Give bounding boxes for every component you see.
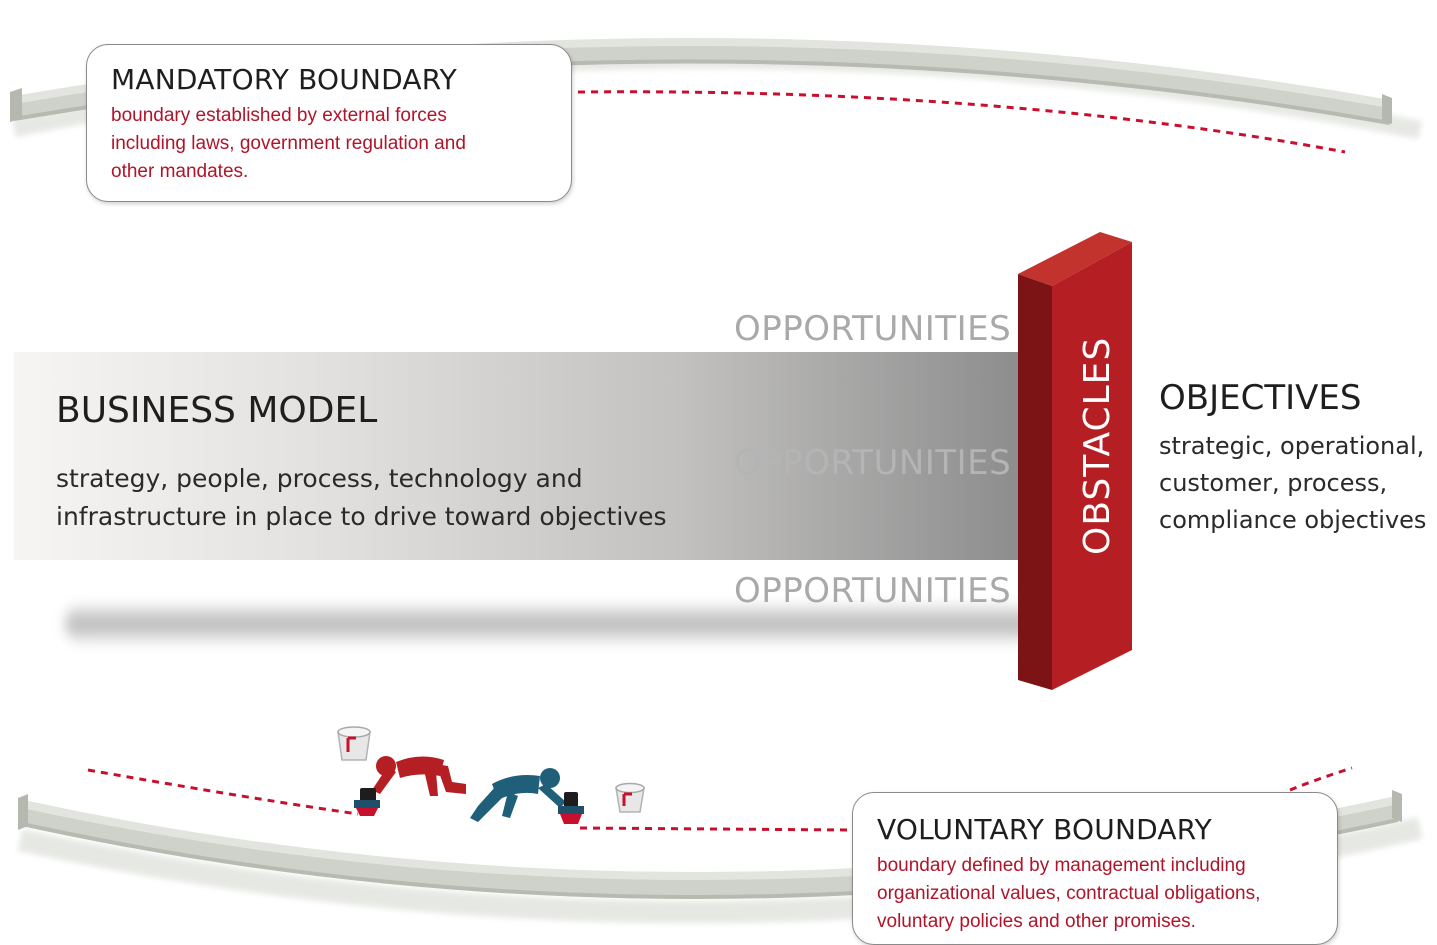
voluntary-line-3: voluntary policies and other promises. [877,911,1196,932]
business-model-line-1: strategy, people, process, technology an… [56,464,583,493]
objectives-line-1: strategic, operational, [1159,432,1425,460]
voluntary-boundary-line-right [1289,766,1353,792]
blue-worker-figure-icon [470,768,566,822]
objectives-title: OBJECTIVES [1159,378,1362,418]
obstacles-label: OBSTACLES [1077,337,1118,555]
mandatory-boundary-callout: MANDATORY BOUNDARY boundary established … [86,44,572,202]
objectives-line-2: customer, process, [1159,469,1388,497]
voluntary-boundary-line-mid [579,826,851,832]
mandatory-line-1: boundary established by external forces [111,105,447,126]
mandatory-line-2: including laws, government regulation an… [111,133,466,154]
paint-roller-icon [558,792,584,824]
business-model-description: strategy, people, process, technology an… [56,460,696,536]
business-model-line-2: infrastructure in place to drive toward … [56,502,667,531]
paint-bucket-icon [615,782,645,813]
voluntary-line-1: boundary defined by management including [877,855,1246,876]
mandatory-boundary-description: boundary established by external forces … [111,102,547,186]
opportunities-label-bottom: OPPORTUNITIES [734,571,1011,611]
paint-brush-icon [354,788,380,816]
red-worker-figure-icon [372,756,466,796]
business-model-title: BUSINESS MODEL [56,390,378,431]
opportunities-label-middle: OPPORTUNITIES [734,443,1011,483]
mandatory-boundary-title: MANDATORY BOUNDARY [111,63,457,96]
voluntary-line-2: organizational values, contractual oblig… [877,883,1261,904]
obstacles-wall [1018,232,1132,690]
voluntary-boundary-callout: VOLUNTARY BOUNDARY boundary defined by m… [852,792,1338,945]
mandatory-line-3: other mandates. [111,161,249,182]
objectives-line-3: compliance objectives [1159,506,1427,534]
opportunities-label-top: OPPORTUNITIES [734,309,1011,349]
voluntary-boundary-line-left [87,768,359,816]
business-model-shadow [66,604,1036,644]
voluntary-boundary-title: VOLUNTARY BOUNDARY [877,813,1212,846]
business-model-bar [14,352,1038,560]
paint-bucket-icon [337,726,371,761]
mandatory-boundary-line [577,90,1346,154]
objectives-description: strategic, operational, customer, proces… [1159,428,1437,539]
voluntary-boundary-description: boundary defined by management including… [877,852,1313,936]
